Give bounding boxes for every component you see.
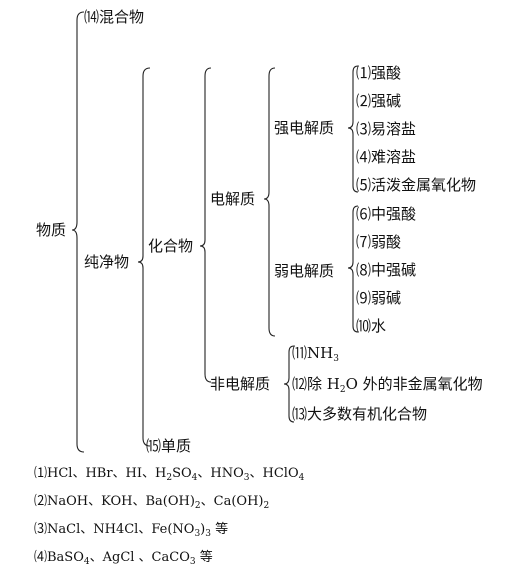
leaf-active-metal-oxide: ⑸活泼金属氧化物 xyxy=(356,176,477,194)
node-compound: 化合物 xyxy=(148,237,194,255)
node-mixture: ⒁混合物 xyxy=(84,8,145,26)
leaf-organic-compounds: ⒀大多数有机化合物 xyxy=(292,405,428,423)
note-insoluble-salts: ⑷BaSO4、AgCl 、CaCO3 等 xyxy=(34,550,213,567)
note-strong-acids: ⑴HCl、HBr、HI、H2SO4、HNO3、HClO4 xyxy=(34,466,305,483)
bracket-electrolyte xyxy=(263,67,276,337)
bracket-root xyxy=(71,11,85,453)
leaf-strong-base: ⑵强碱 xyxy=(356,92,402,110)
node-electrolyte: 电解质 xyxy=(210,190,256,208)
leaf-nonmetal-oxides: ⑿除 H2O 外的非金属氧化物 xyxy=(292,375,483,395)
leaf-strong-acid: ⑴强酸 xyxy=(356,64,402,82)
leaf-weak-base: ⑼弱碱 xyxy=(356,289,402,307)
note-soluble-salts: ⑶NaCl、NH4Cl、Fe(NO3)3 等 xyxy=(34,522,229,539)
bracket-pure xyxy=(137,67,151,447)
leaf-insoluble-salt: ⑷难溶盐 xyxy=(356,148,417,166)
leaf-medium-strong-base: ⑻中强碱 xyxy=(356,261,417,279)
leaf-weak-acid: ⑺弱酸 xyxy=(356,233,402,251)
node-substance: 物质 xyxy=(36,221,67,239)
node-nonelectrolyte: 非电解质 xyxy=(210,375,271,393)
bracket-compound xyxy=(199,67,212,383)
leaf-ammonia: ⑾NH3 xyxy=(292,344,339,364)
node-strong-electrolyte: 强电解质 xyxy=(274,119,335,137)
leaf-water: ⑽水 xyxy=(356,317,387,335)
bracket-nonelectrolyte xyxy=(283,345,295,423)
bracket-weak xyxy=(347,205,359,333)
node-weak-electrolyte: 弱电解质 xyxy=(274,262,335,280)
node-simple-substance: ⒂单质 xyxy=(146,437,192,455)
node-pure-substance: 纯净物 xyxy=(84,253,130,271)
note-strong-bases: ⑵NaOH、KOH、Ba(OH)2、Ca(OH)2 xyxy=(34,494,270,511)
leaf-medium-strong-acid: ⑹中强酸 xyxy=(356,205,417,223)
bracket-strong xyxy=(347,65,359,193)
leaf-soluble-salt: ⑶易溶盐 xyxy=(356,120,417,138)
